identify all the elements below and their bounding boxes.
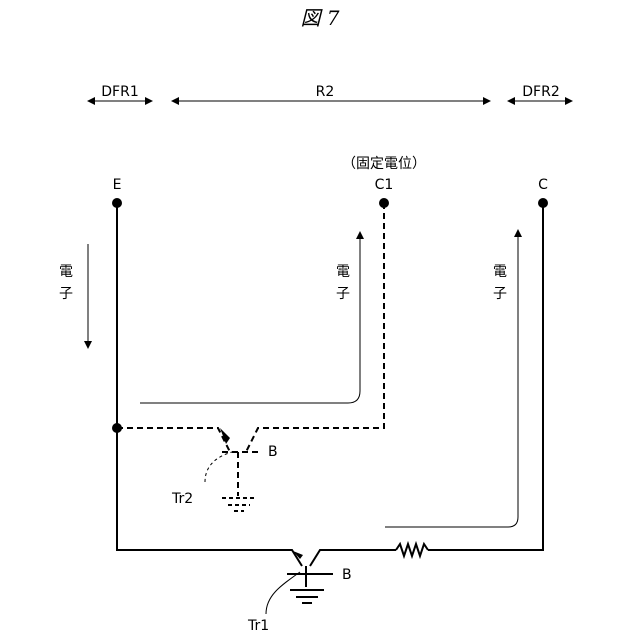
electron-flow-arrow-middle	[140, 232, 360, 403]
electron-label-left-1: 電	[59, 264, 73, 280]
region-dfr2-label: DFR2	[522, 84, 559, 100]
electron-label-right-1: 電	[493, 264, 507, 280]
tr1-ground-icon	[290, 590, 324, 603]
region-dfr2: DFR2	[508, 84, 572, 101]
tr1-label: Tr1	[247, 618, 269, 634]
tr2-base-label: B	[268, 444, 278, 460]
main-circuit-wire	[117, 203, 543, 566]
secondary-circuit-wire	[117, 203, 384, 496]
tr2-leader-line	[205, 452, 232, 482]
tr2-label: Tr2	[171, 491, 193, 507]
electron-label-middle-1: 電	[336, 264, 350, 280]
region-dfr1-label: DFR1	[101, 84, 138, 100]
fixed-potential-note: （固定電位）	[342, 156, 426, 172]
terminal-c1-label: C1	[375, 177, 394, 193]
tr1-base-label: B	[342, 567, 352, 583]
tr2-emitter-arrow	[220, 428, 230, 444]
electron-label-left-2: 子	[59, 286, 73, 302]
tr1-leader-line	[266, 572, 300, 614]
electron-label-middle-2: 子	[336, 286, 350, 302]
resistor	[396, 544, 428, 556]
region-r2-label: R2	[316, 84, 335, 100]
tr2-ground-icon	[222, 498, 256, 511]
region-r2: R2	[172, 84, 490, 101]
region-dfr1: DFR1	[88, 84, 152, 101]
figure-title: 図 7	[300, 6, 339, 30]
terminal-c-label: C	[538, 177, 548, 193]
terminal-e-label: E	[113, 177, 122, 193]
electron-label-right-2: 子	[493, 286, 507, 302]
